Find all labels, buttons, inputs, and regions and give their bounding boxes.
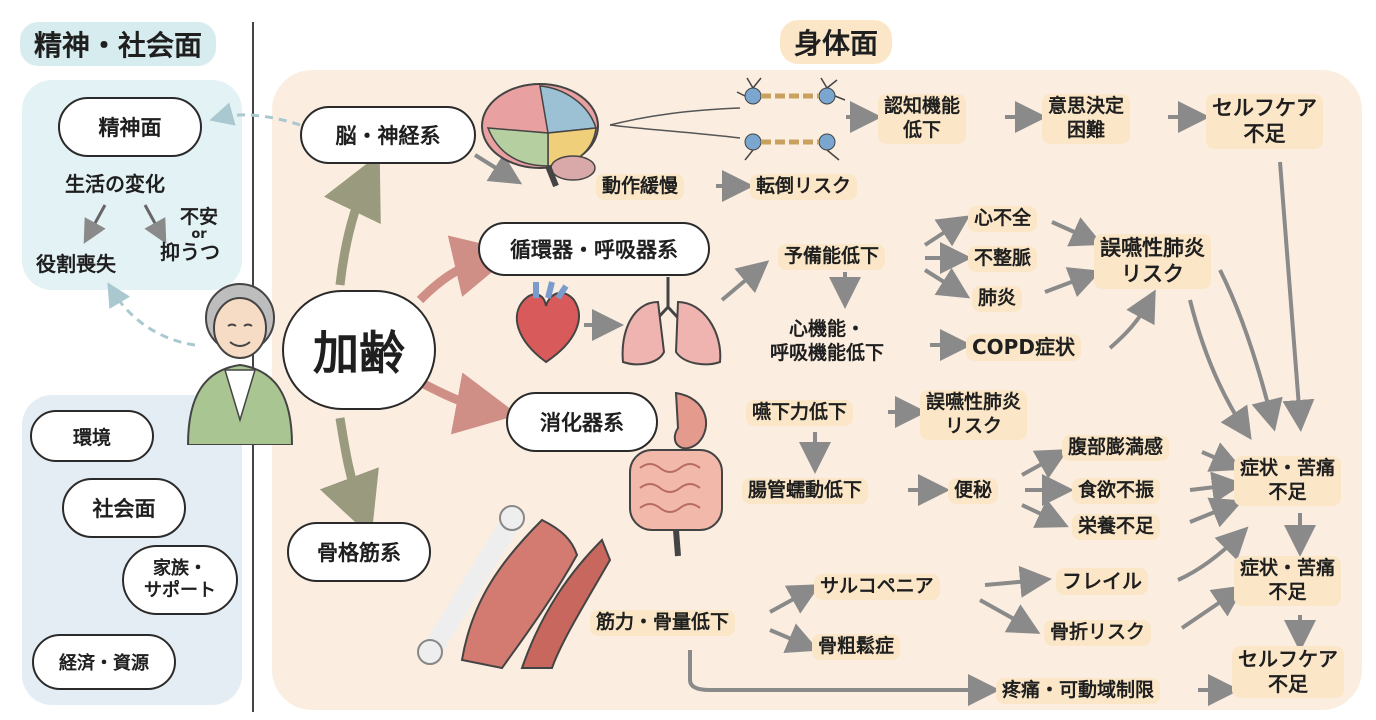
lungs-illustration <box>621 277 722 366</box>
brain-illustration <box>481 83 599 188</box>
anxiety-label: 不安 or 抑うつ <box>160 206 220 264</box>
pneumonia-label: 肺炎 <box>972 286 1023 312</box>
fall-risk-label: 転倒リスク <box>750 174 858 200</box>
aspiration-pneumonia-top-label: 誤嚥性肺炎 リスク <box>1094 234 1211 289</box>
decision-line2: 困難 <box>1067 118 1106 141</box>
selfcare-top-line1: セルフケア <box>1212 96 1317 120</box>
selfcare-deficit-bottom-label: セルフケア 不足 <box>1232 646 1344 698</box>
strength-decline-label: 筋力・骨量低下 <box>590 610 736 636</box>
environment-cloud: 環境 <box>30 410 154 462</box>
family-label: 家族・ <box>153 558 207 580</box>
symptom-lower-line1: 症状・苦痛 <box>1240 557 1336 579</box>
mental-social-header: 精神・社会面 <box>20 22 217 66</box>
social-cloud: 社会面 <box>62 478 186 538</box>
cognitive-line2: 低下 <box>903 118 942 141</box>
peristalsis-label: 腸管蠕動低下 <box>742 478 869 504</box>
aspiration-top-line1: 誤嚥性肺炎 <box>1100 236 1205 260</box>
cognitive-decline-label: 認知機能 低下 <box>878 94 967 144</box>
anxiety-or: or <box>191 226 207 242</box>
fracture-risk-label: 骨折リスク <box>1044 620 1152 646</box>
digestive-illustration <box>629 391 723 557</box>
arrhythmia-label: 不整脈 <box>968 246 1038 272</box>
life-change-label: 生活の変化 <box>65 172 165 196</box>
musculo-system-cloud: 骨格筋系 <box>287 522 431 582</box>
cardio-system-cloud: 循環器・呼吸器系 <box>478 222 710 276</box>
brain-system-cloud: 脳・神経系 <box>300 106 476 164</box>
sarcopenia-label: サルコペニア <box>814 574 940 600</box>
neuron-illustration <box>736 77 846 161</box>
frailty-label: フレイル <box>1056 568 1148 595</box>
cardiac-line1: 心機能・ <box>789 318 866 340</box>
heart-failure-label: 心不全 <box>968 206 1038 232</box>
cognitive-line1: 認知機能 <box>884 95 961 117</box>
symptom-lower-line2: 不足 <box>1268 580 1307 603</box>
selfcare-top-line2: 不足 <box>1243 122 1286 147</box>
heart-illustration <box>515 281 580 364</box>
selfcare-deficit-top-label: セルフケア 不足 <box>1206 94 1323 149</box>
aging-cloud: 加齢 <box>282 290 436 410</box>
family-support-cloud: 家族・ サポート <box>122 545 238 615</box>
role-loss-label: 役割喪失 <box>36 252 116 276</box>
economy-cloud: 経済・資源 <box>32 634 176 690</box>
constipation-label: 便秘 <box>948 478 999 504</box>
copd-label: COPD症状 <box>966 334 1081 361</box>
divider <box>252 22 254 712</box>
aspiration-mid-line2: リスク <box>945 414 1003 437</box>
selfcare-bottom-line2: 不足 <box>1268 672 1308 696</box>
aspiration-top-line2: リスク <box>1121 262 1184 287</box>
anxiety-top: 不安 <box>179 206 218 228</box>
decision-difficulty-label: 意思決定 困難 <box>1042 94 1131 144</box>
cardiac-line2: 呼吸機能低下 <box>770 341 885 364</box>
symptom-pain-upper-label: 症状・苦痛 不足 <box>1234 456 1342 506</box>
bloating-label: 腹部膨満感 <box>1062 435 1170 461</box>
bone-muscle-illustration <box>417 505 612 670</box>
osteoporosis-label: 骨粗鬆症 <box>812 634 901 660</box>
symptom-upper-line2: 不足 <box>1268 480 1307 503</box>
symptom-pain-lower-label: 症状・苦痛 不足 <box>1234 556 1342 606</box>
support-label: サポート <box>144 580 216 601</box>
digestive-system-cloud: 消化器系 <box>506 392 658 452</box>
decision-line1: 意思決定 <box>1048 95 1125 117</box>
pain-limitation-label: 疼痛・可動域制限 <box>996 678 1161 704</box>
mental-cloud: 精神面 <box>58 97 202 157</box>
elderly-person-illustration <box>186 283 294 445</box>
malnutrition-label: 栄養不足 <box>1072 514 1161 540</box>
symptom-upper-line1: 症状・苦痛 <box>1240 457 1336 479</box>
physical-header: 身体面 <box>780 20 893 64</box>
aspiration-pneumonia-mid-label: 誤嚥性肺炎 リスク <box>920 390 1028 440</box>
appetite-loss-label: 食欲不振 <box>1072 478 1161 504</box>
swallow-decline-label: 嚥下力低下 <box>746 400 854 426</box>
depression-label: 抑うつ <box>160 239 220 264</box>
selfcare-bottom-line1: セルフケア <box>1238 647 1338 671</box>
cardiac-function-label: 心機能・ 呼吸機能低下 <box>770 318 884 366</box>
slow-motion-label: 動作緩慢 <box>596 174 685 200</box>
aspiration-mid-line1: 誤嚥性肺炎 <box>926 391 1022 413</box>
reserve-decline-label: 予備能低下 <box>778 244 886 270</box>
